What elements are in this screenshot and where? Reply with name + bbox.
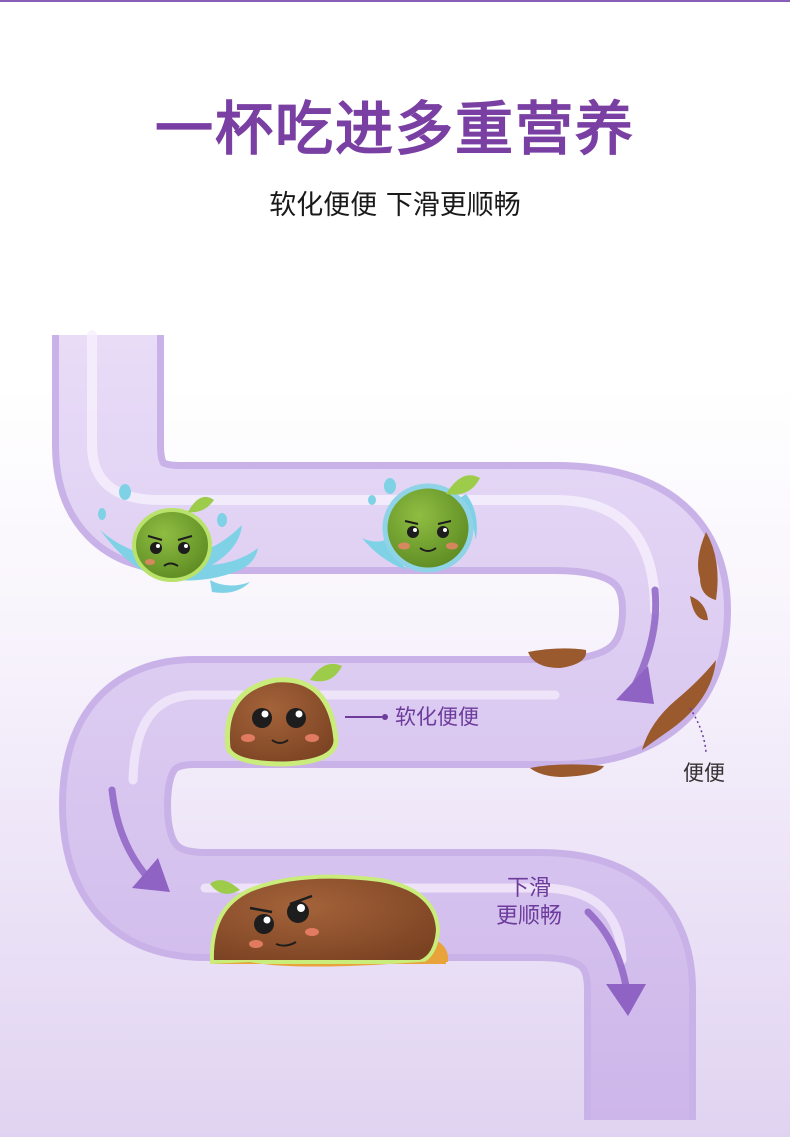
arrow-2-icon	[108, 786, 154, 884]
callout-soften-label: 软化便便	[395, 705, 479, 729]
stool-character-1	[224, 663, 342, 767]
callout-stool-label: 便便	[683, 761, 725, 785]
bean-character-2	[382, 475, 480, 573]
callout-slide-label: 下滑 更顺畅	[484, 875, 574, 930]
arrow-1-head	[616, 666, 654, 704]
water-splash-2-icon	[362, 478, 477, 570]
bean-character-1	[132, 496, 214, 582]
page-title: 一杯吃进多重营养	[154, 95, 635, 163]
callout-slide-line2: 更顺畅	[495, 903, 562, 929]
top-divider	[0, 0, 790, 2]
callout-slide-line1: 下滑	[506, 876, 551, 901]
stool-character-2	[209, 874, 449, 967]
stool-residue	[528, 532, 718, 777]
arrow-2-head	[132, 858, 170, 892]
arrow-3-head	[606, 984, 646, 1016]
page-subtitle: 软化便便 下滑更顺畅	[269, 190, 521, 221]
